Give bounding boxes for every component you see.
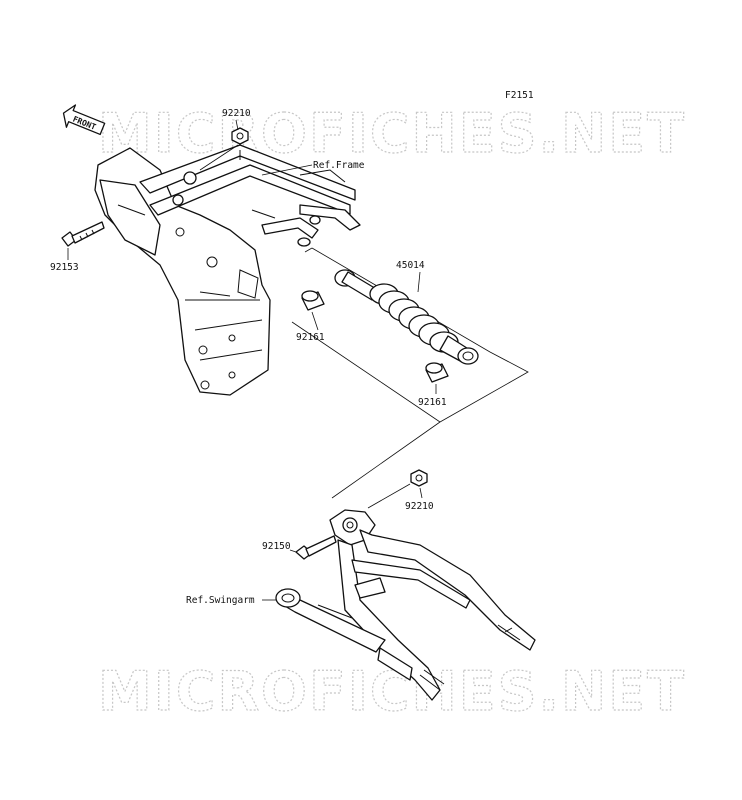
label-bolt-left: 92153 [50, 262, 79, 273]
label-bushing-upper: 92161 [296, 332, 325, 343]
leader-shock [417, 271, 421, 293]
figure-code: F2151 [505, 90, 534, 101]
shock-absorber-45014 [334, 269, 479, 365]
label-nut-lower: 92210 [405, 501, 434, 512]
bushing-92161-upper [301, 290, 325, 311]
nut-92210-lower [410, 469, 428, 487]
group-box-shock [291, 247, 529, 423]
leader-nut-top-frame [199, 144, 239, 171]
leader-nut-lower [419, 487, 423, 499]
swingarm-drawing [275, 509, 536, 701]
leader-bolt-lower [289, 549, 297, 553]
bushing-92161-lower [425, 362, 449, 383]
label-bushing-lower: 92161 [418, 397, 447, 408]
group-box-tick [304, 247, 313, 253]
label-ref-frame: Ref.Frame [313, 160, 365, 171]
label-shock: 45014 [396, 260, 425, 271]
label-nut-top: 92210 [222, 108, 251, 119]
nut-92210-top [231, 127, 249, 145]
watermark-bottom: MICROFICHES.NET [98, 660, 686, 723]
bolt-92150 [295, 535, 337, 560]
leader-nut-top [235, 119, 239, 131]
leader-bushing-upper [311, 311, 319, 331]
leader-nut-lower-link [331, 421, 441, 509]
label-bolt-lower: 92150 [262, 541, 291, 552]
frame-drawing [94, 144, 361, 396]
label-ref-swingarm: Ref.Swingarm [186, 595, 255, 606]
leader-ref-frame [261, 164, 313, 176]
watermark-top: MICROFICHES.NET [98, 102, 686, 165]
bolt-92153 [61, 221, 105, 247]
